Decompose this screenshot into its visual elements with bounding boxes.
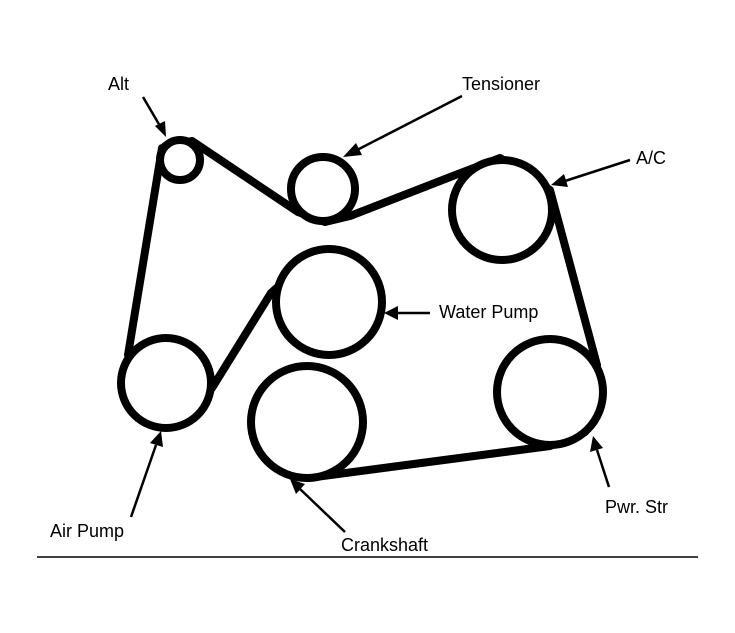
air-pump-pulley xyxy=(117,334,215,432)
pwr-str-pulley xyxy=(493,335,607,449)
water-pump-leader xyxy=(384,306,430,320)
pwr-str-label: Pwr. Str xyxy=(605,497,668,517)
water-pump-label: Water Pump xyxy=(439,302,538,322)
tensioner-leader xyxy=(343,94,463,157)
alt-leader xyxy=(141,96,166,137)
tensioner-label: Tensioner xyxy=(462,74,540,94)
ac-label: A/C xyxy=(636,148,666,168)
ac-leader xyxy=(551,158,631,187)
air-pump-leader xyxy=(129,431,163,518)
crankshaft-label: Crankshaft xyxy=(341,535,428,555)
crankshaft-pulley xyxy=(247,362,367,482)
water-pump-pulley xyxy=(272,245,386,359)
air-pump-label: Air Pump xyxy=(50,521,124,541)
alt-pulley xyxy=(156,136,204,184)
alt-label: Alt xyxy=(108,74,129,94)
pwr-str-leader xyxy=(590,436,611,488)
crankshaft-leader xyxy=(290,479,346,533)
tensioner-pulley xyxy=(287,153,359,225)
ac-pulley xyxy=(448,156,556,264)
